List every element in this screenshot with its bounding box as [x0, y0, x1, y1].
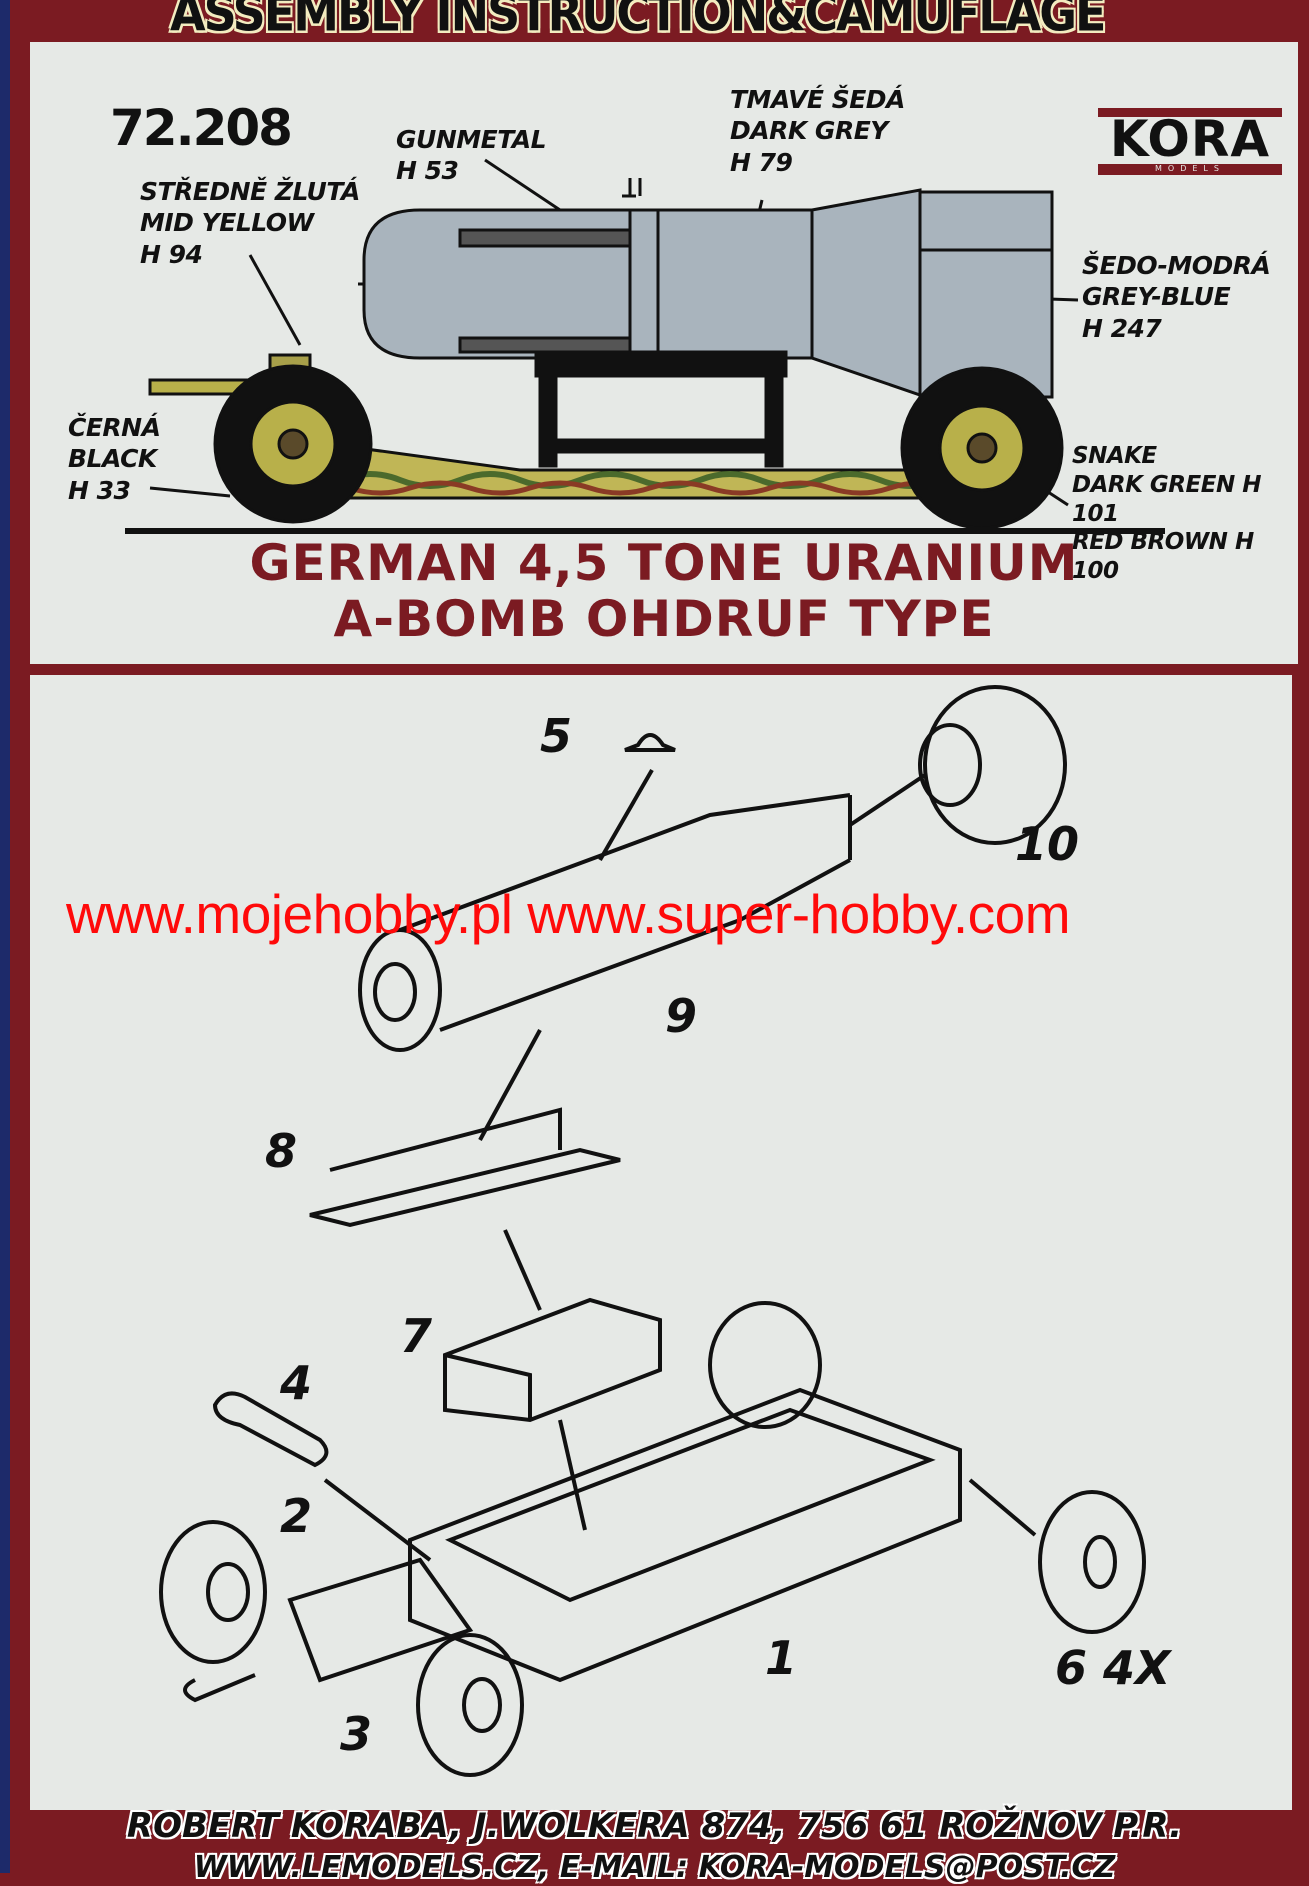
part-number-2: 2: [280, 1489, 313, 1543]
part-number-8: 8: [265, 1124, 298, 1178]
footer-web-email: WWW.LEMODELS.CZ, E-MAIL: KORA-MODELS@POS…: [193, 1850, 1116, 1885]
header-title: ASSEMBLY INSTRUCTION&CAMUFLAGE: [170, 0, 1106, 43]
subject-title-line1: GERMAN 4,5 TONE URANIUM: [249, 534, 1079, 592]
part-number-9: 9: [665, 989, 698, 1043]
part-number-5: 5: [540, 709, 573, 763]
assembly-panel: [30, 675, 1292, 1810]
part-number-6: 6 4X: [1055, 1641, 1171, 1695]
bomb-profile-illustration: [125, 158, 1165, 534]
kora-logo: KORA MODELS: [1090, 108, 1290, 178]
part-number-10: 10: [1015, 817, 1080, 871]
footer-address: ROBERT KORABA, J.WOLKERA 874, 756 61 ROŽ…: [126, 1806, 1183, 1846]
subject-title-line2: A-BOMB OHDRUF TYPE: [333, 590, 995, 648]
photo-edge: [0, 0, 10, 1873]
kit-number: 72.208: [110, 99, 293, 157]
watermark: www.mojehobby.pl www.super-hobby.com: [66, 883, 1071, 945]
part-number-4: 4: [280, 1356, 313, 1410]
part-number-1: 1: [765, 1631, 798, 1685]
exploded-assembly-drawing: [159, 685, 1146, 1777]
part-number-7: 7: [400, 1309, 433, 1363]
part-number-3: 3: [340, 1707, 373, 1761]
